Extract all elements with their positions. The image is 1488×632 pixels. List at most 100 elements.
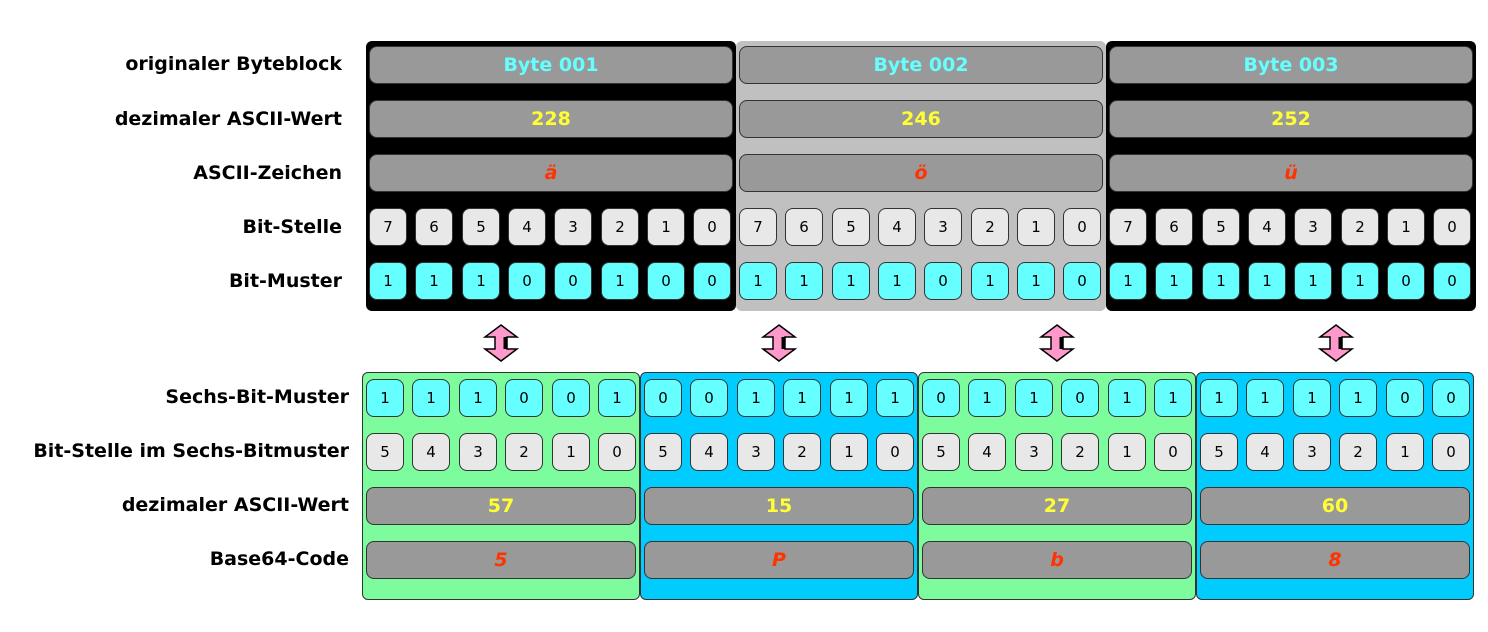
six-bit-position-cell: 0 xyxy=(1154,433,1192,471)
bit-position-cell: 1 xyxy=(1387,208,1425,246)
bit-cell: 1 xyxy=(785,262,823,300)
double-arrow-icon xyxy=(481,323,521,363)
six-bit-cell: 0 xyxy=(1386,379,1424,417)
six-bit-position-cell: 1 xyxy=(1386,433,1424,471)
group-decimal-value: 15 xyxy=(644,487,914,525)
six-bit-cell: 1 xyxy=(1339,379,1377,417)
six-bit-cell: 1 xyxy=(1154,379,1192,417)
row-label: dezimaler ASCII-Wert xyxy=(114,108,342,130)
bit-position-cell: 5 xyxy=(1202,208,1240,246)
six-bit-position-cell: 5 xyxy=(366,433,404,471)
bit-position-cell: 0 xyxy=(1433,208,1471,246)
six-bit-position-cell: 0 xyxy=(876,433,914,471)
six-bit-position-cell: 2 xyxy=(783,433,821,471)
six-bit-cell: 1 xyxy=(412,379,450,417)
six-bit-position-cell: 4 xyxy=(968,433,1006,471)
bit-position-cell: 5 xyxy=(832,208,870,246)
six-bit-cell: 0 xyxy=(505,379,543,417)
row-label: Bit-Muster xyxy=(228,270,342,292)
bit-position-cell: 6 xyxy=(415,208,453,246)
bit-cell: 1 xyxy=(1294,262,1332,300)
ascii-char: ä xyxy=(369,154,733,192)
six-bit-position-cell: 2 xyxy=(505,433,543,471)
bit-cell: 0 xyxy=(508,262,546,300)
bit-position-cell: 4 xyxy=(1248,208,1286,246)
bit-cell: 1 xyxy=(369,262,407,300)
bit-position-cell: 4 xyxy=(508,208,546,246)
six-bit-position-cell: 3 xyxy=(459,433,497,471)
six-bit-position-cell: 5 xyxy=(1200,433,1238,471)
base64-char: 8 xyxy=(1200,541,1470,579)
group-decimal-value: 60 xyxy=(1200,487,1470,525)
bit-position-cell: 1 xyxy=(1017,208,1055,246)
bit-cell: 0 xyxy=(924,262,962,300)
bit-position-cell: 2 xyxy=(971,208,1009,246)
decimal-value: 246 xyxy=(739,100,1103,138)
row-label: ASCII-Zeichen xyxy=(193,162,342,184)
bit-cell: 0 xyxy=(554,262,592,300)
bit-cell: 1 xyxy=(971,262,1009,300)
six-bit-cell: 0 xyxy=(1061,379,1099,417)
bit-cell: 1 xyxy=(1155,262,1193,300)
bit-cell: 1 xyxy=(601,262,639,300)
six-bit-cell: 1 xyxy=(1108,379,1146,417)
bit-cell: 1 xyxy=(878,262,916,300)
byte-name: Byte 003 xyxy=(1109,46,1473,84)
bit-cell: 0 xyxy=(1433,262,1471,300)
bit-cell: 1 xyxy=(1109,262,1147,300)
six-bit-position-cell: 2 xyxy=(1339,433,1377,471)
six-bit-position-cell: 5 xyxy=(644,433,682,471)
six-bit-position-cell: 1 xyxy=(552,433,590,471)
bit-position-cell: 7 xyxy=(739,208,777,246)
bit-cell: 1 xyxy=(462,262,500,300)
row-label: Bit-Stelle im Sechs-Bitmuster xyxy=(33,440,349,462)
six-bit-cell: 1 xyxy=(459,379,497,417)
six-bit-cell: 1 xyxy=(598,379,636,417)
bit-cell: 1 xyxy=(832,262,870,300)
six-bit-cell: 1 xyxy=(830,379,868,417)
six-bit-position-cell: 2 xyxy=(1061,433,1099,471)
six-bit-cell: 1 xyxy=(737,379,775,417)
bit-position-cell: 2 xyxy=(1341,208,1379,246)
bit-cell: 0 xyxy=(693,262,731,300)
six-bit-position-cell: 3 xyxy=(737,433,775,471)
six-bit-cell: 1 xyxy=(876,379,914,417)
row-label: dezimaler ASCII-Wert xyxy=(121,494,349,516)
six-bit-cell: 0 xyxy=(690,379,728,417)
bit-position-cell: 7 xyxy=(369,208,407,246)
ascii-char: ü xyxy=(1109,154,1473,192)
base64-char: 5 xyxy=(366,541,636,579)
six-bit-cell: 1 xyxy=(1246,379,1284,417)
six-bit-position-cell: 4 xyxy=(1246,433,1284,471)
bit-position-cell: 3 xyxy=(924,208,962,246)
bit-position-cell: 4 xyxy=(878,208,916,246)
six-bit-position-cell: 5 xyxy=(922,433,960,471)
base64-char: P xyxy=(644,541,914,579)
bit-position-cell: 6 xyxy=(1155,208,1193,246)
decimal-value: 252 xyxy=(1109,100,1473,138)
six-bit-cell: 1 xyxy=(1200,379,1238,417)
bit-position-cell: 5 xyxy=(462,208,500,246)
group-decimal-value: 27 xyxy=(922,487,1192,525)
bit-position-cell: 2 xyxy=(601,208,639,246)
decimal-value: 228 xyxy=(369,100,733,138)
six-bit-position-cell: 1 xyxy=(830,433,868,471)
six-bit-position-cell: 4 xyxy=(412,433,450,471)
row-label: Base64-Code xyxy=(209,548,349,570)
six-bit-cell: 0 xyxy=(552,379,590,417)
six-bit-cell: 1 xyxy=(783,379,821,417)
double-arrow-icon xyxy=(1037,323,1077,363)
double-arrow-icon xyxy=(1316,323,1356,363)
bit-position-cell: 6 xyxy=(785,208,823,246)
double-arrow-icon xyxy=(759,323,799,363)
row-label: Bit-Stelle xyxy=(242,216,342,238)
bit-cell: 1 xyxy=(1248,262,1286,300)
byte-name: Byte 002 xyxy=(739,46,1103,84)
row-label: originaler Byteblock xyxy=(125,53,342,75)
six-bit-cell: 0 xyxy=(922,379,960,417)
six-bit-position-cell: 4 xyxy=(690,433,728,471)
bit-cell: 1 xyxy=(415,262,453,300)
bit-position-cell: 0 xyxy=(693,208,731,246)
group-decimal-value: 57 xyxy=(366,487,636,525)
bit-cell: 1 xyxy=(1017,262,1055,300)
